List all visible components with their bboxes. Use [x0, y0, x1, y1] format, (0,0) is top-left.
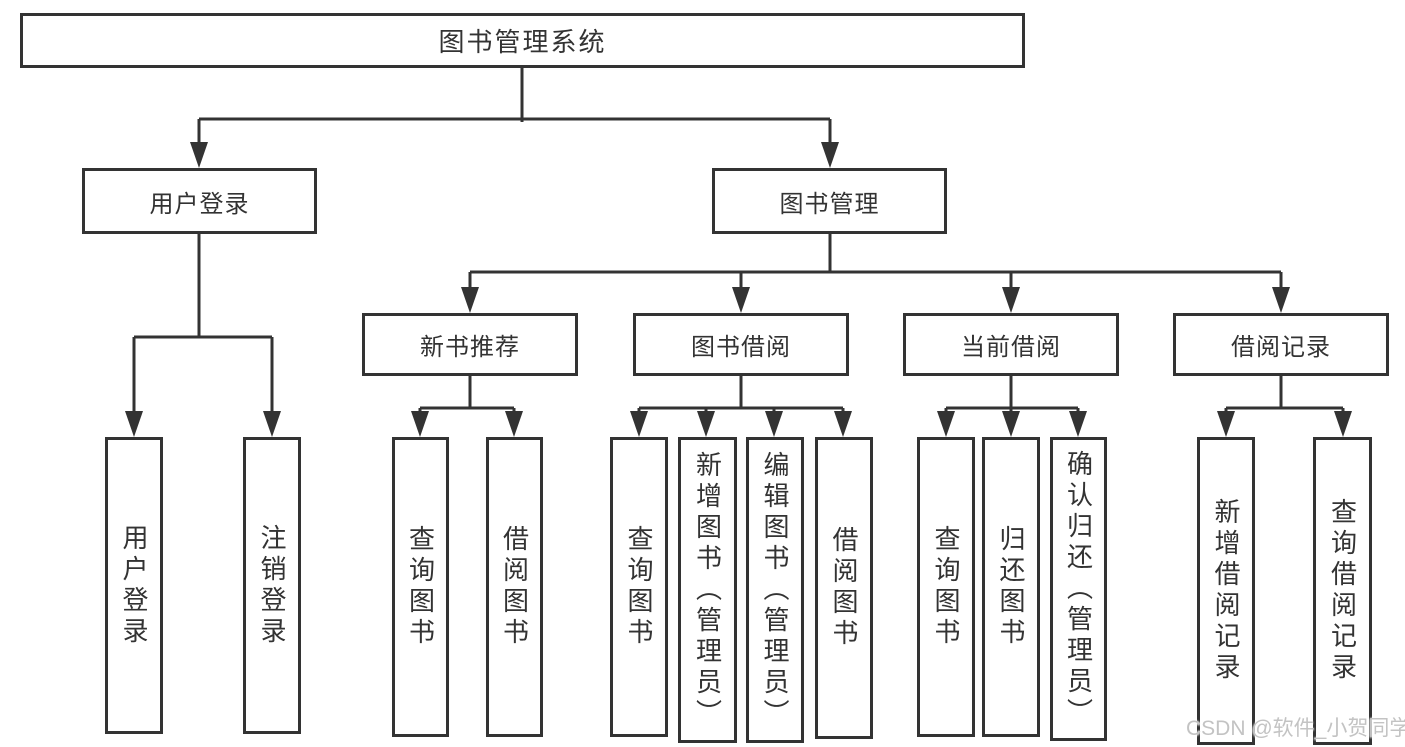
node-user-login: 用户登录 — [82, 168, 317, 234]
leaf-query-borrow-record-label: 查询借阅记录 — [1327, 498, 1358, 684]
leaf-logout: 注销登录 — [243, 437, 301, 734]
leaf-borrow-books-label: 借阅图书 — [829, 526, 859, 650]
leaf-add-borrow-record-label: 新增借阅记录 — [1211, 498, 1241, 684]
csdn-watermark: CSDN @软件_小贺同学 — [1186, 717, 1405, 740]
node-new-book-recommend: 新书推荐 — [362, 313, 578, 376]
node-current-borrow: 当前借阅 — [903, 313, 1119, 376]
node-book-borrow: 图书借阅 — [633, 313, 849, 376]
leaf-add-borrow-record: 新增借阅记录 — [1197, 437, 1255, 745]
leaf-query-books-borrow-label: 查询图书 — [624, 525, 654, 649]
node-book-management: 图书管理 — [712, 168, 947, 234]
leaf-query-books-borrow: 查询图书 — [610, 437, 668, 737]
leaf-borrow-books: 借阅图书 — [815, 437, 873, 739]
leaf-confirm-return-admin: 确认归还（管理员） — [1050, 437, 1107, 741]
leaf-edit-books-admin-label: 编辑图书（管理员） — [760, 450, 790, 730]
leaf-user-login: 用户登录 — [105, 437, 163, 734]
leaf-user-login-label: 用户登录 — [119, 523, 149, 648]
node-library-management-system: 图书管理系统 — [20, 13, 1025, 68]
leaf-borrow-books-recommend: 借阅图书 — [486, 437, 543, 737]
leaf-add-books-admin: 新增图书（管理员） — [678, 437, 737, 743]
leaf-query-borrow-record: 查询借阅记录 — [1313, 437, 1372, 745]
leaf-edit-books-admin: 编辑图书（管理员） — [746, 437, 804, 743]
leaf-add-books-admin-label: 新增图书（管理员） — [692, 450, 723, 730]
leaf-return-books: 归还图书 — [982, 437, 1040, 737]
leaf-return-books-label: 归还图书 — [996, 525, 1026, 649]
leaf-query-books-recommend: 查询图书 — [392, 437, 449, 737]
leaf-logout-label: 注销登录 — [257, 523, 287, 648]
leaf-query-books-current-label: 查询图书 — [931, 525, 961, 649]
leaf-confirm-return-admin-label: 确认归还（管理员） — [1063, 449, 1094, 729]
leaf-query-books-current: 查询图书 — [917, 437, 975, 737]
leaf-query-books-recommend-label: 查询图书 — [405, 525, 436, 649]
leaf-borrow-books-recommend-label: 借阅图书 — [499, 525, 530, 649]
node-borrow-records: 借阅记录 — [1173, 313, 1389, 376]
